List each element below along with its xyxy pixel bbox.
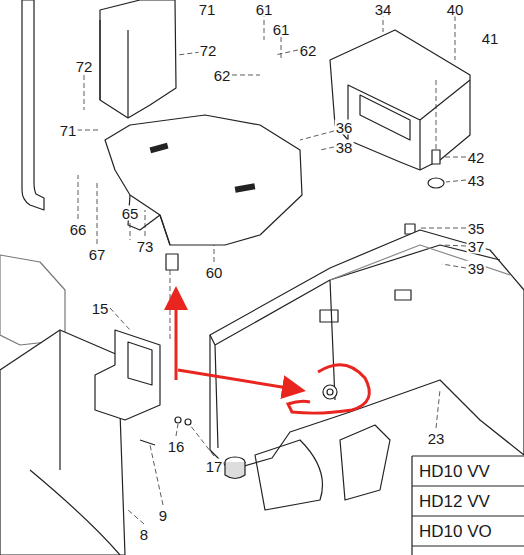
callout-number: 17 <box>205 459 224 474</box>
callout-number: 34 <box>374 1 393 16</box>
bracket <box>95 330 160 420</box>
bushing <box>166 254 178 270</box>
table-cell: HD10 VV <box>418 463 491 480</box>
cover <box>105 115 302 245</box>
callout-number: 42 <box>467 150 486 165</box>
callout-number: 38 <box>335 140 354 155</box>
callout-number: 62 <box>299 43 318 58</box>
callout-number: 8 <box>139 527 149 542</box>
callout-number: 40 <box>446 1 465 16</box>
callout-number: 16 <box>167 439 186 454</box>
table-cell: HD10 VO <box>418 523 493 540</box>
callout-number: 39 <box>467 261 486 276</box>
callout-number: 23 <box>427 431 446 446</box>
callout-number: 60 <box>205 265 224 280</box>
callout-number: 9 <box>158 508 168 523</box>
callout-number: 61 <box>272 22 291 37</box>
callout-number: 67 <box>88 247 107 262</box>
spacer <box>432 150 440 164</box>
console-cover <box>100 0 176 118</box>
callout-number: 72 <box>75 59 94 74</box>
callout-number: 43 <box>467 173 486 188</box>
bracket <box>0 255 65 345</box>
bracket <box>340 425 390 500</box>
rubber-mount <box>428 178 444 188</box>
hole <box>323 385 337 399</box>
callout-number: 37 <box>467 239 486 254</box>
callout-number: 35 <box>467 221 486 236</box>
bolt <box>175 417 181 423</box>
annotation <box>176 292 369 413</box>
table-cell: HD12 VV <box>418 493 491 510</box>
model-table <box>412 456 524 555</box>
callout-number: 73 <box>136 239 155 254</box>
callout-number: 72 <box>199 43 218 58</box>
callout-number: 61 <box>255 1 274 16</box>
callout-number: 71 <box>59 123 78 138</box>
callout-number: 66 <box>69 222 88 237</box>
callout-number: 36 <box>335 120 354 135</box>
callout-number: 62 <box>213 68 232 83</box>
callout-number: 41 <box>481 31 500 46</box>
cover <box>330 30 470 170</box>
callout-number: 15 <box>91 301 110 316</box>
housing <box>0 330 125 555</box>
callout-number: 71 <box>198 1 217 16</box>
handle-tube <box>22 0 44 210</box>
callout-number: 65 <box>121 206 140 221</box>
